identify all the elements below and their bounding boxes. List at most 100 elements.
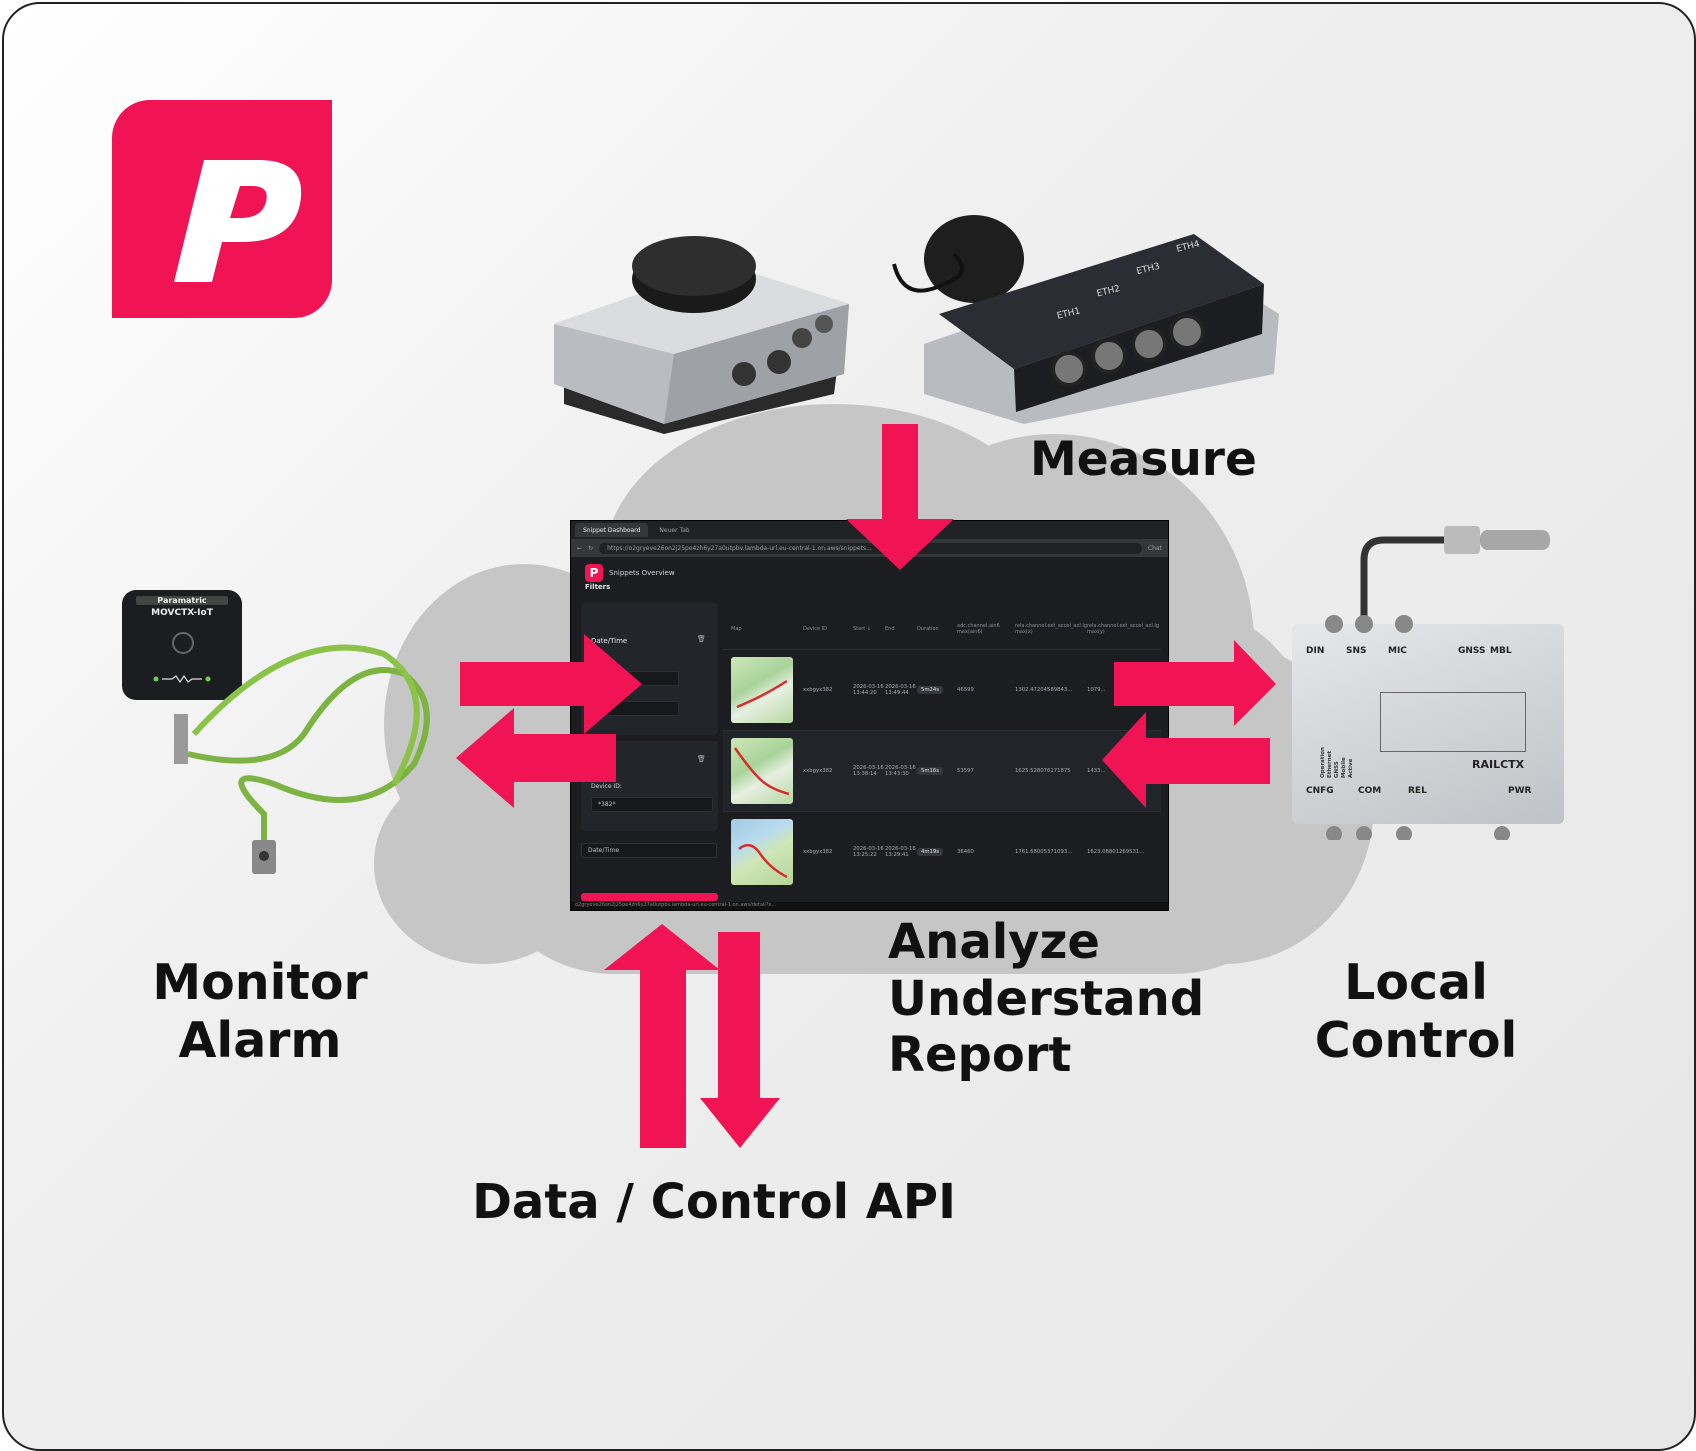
col-max-y: rela.channel.ext_accel_axl.lg max(y) (1087, 623, 1159, 635)
to-label: To (591, 691, 598, 698)
local-control-label: Local Control (1266, 954, 1566, 1070)
max-x-cell: 1761.68005371093... (1015, 849, 1073, 855)
end-cell: 2026-03-16 13:29:41 (885, 846, 916, 858)
ain6-cell: 46599 (957, 687, 974, 693)
duration-badge: 4m19s (917, 848, 944, 856)
col-ain6: adc.channel.ain6 max(ain6) (957, 623, 1000, 635)
port-din-label: DIN (1306, 646, 1325, 656)
tab-new[interactable]: Neuer Tab (659, 526, 690, 534)
apply-button[interactable] (581, 893, 718, 901)
sensor-box-device (544, 224, 874, 444)
report-line: Report (888, 1027, 1072, 1084)
breadcrumb: Snippets Overview (609, 569, 675, 577)
monitor-device: Paramatric MOVCTX-IoT (122, 590, 242, 700)
date-time-select[interactable]: Date/Time (581, 843, 717, 858)
col-start[interactable]: Start ↓ (853, 626, 871, 632)
to-input[interactable]: now (591, 701, 679, 716)
app-header: P Snippets Overview (571, 557, 1168, 589)
alarm-line: Alarm (178, 1011, 342, 1069)
back-icon[interactable]: ← (577, 544, 583, 552)
col-max-x: rela.channel.ext_accel_axl.lg max(x) (1015, 623, 1087, 635)
port-mbl-label: MBL (1490, 646, 1512, 656)
monitor-sensor-icon (172, 632, 194, 654)
dashboard-screenshot: Snippet Dashboard Neuer Tab ← ↻ https://… (570, 520, 1169, 911)
brand-logo (112, 100, 332, 318)
max-y-cell: 1079... (1087, 687, 1106, 693)
device-cell: xxbgyx382 (803, 768, 833, 774)
monitor-brand: Paramatric (136, 596, 228, 605)
status-bar-url: o2gryeve26on2j25pe4zh6y27a0utpbv.lambda-… (571, 902, 1168, 910)
route-map-thumbnail (731, 657, 793, 723)
browser-tab-bar: Snippet Dashboard Neuer Tab (571, 521, 1168, 539)
measure-label: Measure (1030, 432, 1257, 487)
monitor-cable (174, 644, 430, 874)
end-cell: 2026-03-16 13:43:30 (885, 765, 916, 777)
device-id-input[interactable]: *382* (591, 797, 713, 812)
table-row[interactable]: xxbgyx382 2026-03-16 13:44:20 2026-03-16… (723, 649, 1161, 730)
monitor-line: Monitor (152, 954, 368, 1011)
route-map-thumbnail (731, 738, 793, 804)
port-cnfg-label: CNFG (1306, 786, 1334, 796)
table-row[interactable]: xxbgyx382 2026-03-16 13:25:22 2026-03-16… (723, 811, 1161, 892)
col-device-id: Device ID (803, 626, 828, 632)
col-end: End (885, 626, 895, 632)
max-y-cell: 1433... (1087, 768, 1106, 774)
device-cell: xxbgyx382 (803, 849, 833, 855)
device-id-label: Device ID: (591, 783, 622, 790)
reload-icon[interactable]: ↻ (588, 544, 594, 552)
address-bar: ← ↻ https://o2gryeve26on2j25pe4zh6y27a0u… (571, 539, 1168, 557)
date-filter-label: Date/Time (591, 637, 628, 645)
duration-badge: 5m16s (917, 767, 944, 775)
snippets-table: Map Device ID Start ↓ End Duration adc.c… (723, 609, 1161, 892)
port-mic-label: MIC (1388, 646, 1407, 656)
analyze-line: Analyze (888, 914, 1100, 970)
monitor-alarm-label: Monitor Alarm (110, 954, 410, 1070)
api-label: Data / Control API (472, 1174, 956, 1230)
local-line: Local (1344, 954, 1488, 1011)
railctx-cable-antenna (1325, 526, 1550, 840)
analyze-label: Analyze Understand Report (888, 914, 1228, 1084)
table-header: Map Device ID Start ↓ End Duration adc.c… (723, 609, 1161, 649)
delete-icon[interactable]: 🗑 (697, 755, 706, 763)
port-com-label: COM (1358, 786, 1382, 796)
railctx-ports-top: DIN SNS MIC GNSS MBL (1306, 646, 1520, 656)
start-cell: 2026-03-16 13:38:14 (853, 765, 884, 777)
railctx-model: RAILCTX (1472, 758, 1525, 771)
port-gnss-label: GNSS (1458, 646, 1486, 656)
chat-button[interactable]: Chat (1147, 544, 1162, 552)
control-line: Control (1314, 1011, 1518, 1069)
railctx-display-window (1380, 692, 1526, 752)
ain6-cell: 53597 (957, 768, 974, 774)
ethernet-box-device: ETH1 ETH2 ETH3 ETH4 (884, 194, 1294, 424)
railctx-device: DIN SNS MIC GNSS MBL RAILCTX Operation E… (1292, 624, 1564, 824)
route-map-thumbnail (731, 819, 793, 885)
start-cell: 2026-03-16 13:25:22 (853, 846, 884, 858)
duration-badge: 5m24s (917, 686, 944, 694)
monitor-model: MOVCTX-IoT (151, 608, 213, 618)
filters-sidebar: Filters Date/Time 🗑 now-7d To now 🗑 Devi… (581, 583, 718, 901)
port-pwr-label: PWR (1508, 786, 1532, 796)
ain6-cell: 36460 (957, 849, 974, 855)
table-row[interactable]: xxbgyx382 2026-03-16 13:38:14 2026-03-16… (723, 730, 1161, 811)
railctx-ports-bottom: CNFG COM REL PWR (1306, 786, 1548, 796)
col-duration: Duration (917, 626, 939, 632)
filters-title: Filters (585, 583, 611, 591)
port-sns-label: SNS (1346, 646, 1367, 656)
understand-line: Understand (888, 970, 1205, 1027)
start-cell: 2026-03-16 13:44:20 (853, 684, 884, 696)
logo-p-icon (174, 160, 302, 282)
app-logo-icon: P (585, 564, 603, 582)
url-input[interactable]: https://o2gryeve26on2j25pe4zh6y27a0utpbv… (599, 542, 1142, 554)
from-input[interactable]: now-7d (591, 671, 679, 686)
date-filter-panel: Date/Time 🗑 now-7d To now (581, 603, 718, 735)
port-rel-label: REL (1408, 786, 1427, 796)
col-map: Map (731, 626, 742, 632)
max-y-cell: 1623.08801269531... (1087, 849, 1145, 855)
tab-snippet-dashboard[interactable]: Snippet Dashboard (575, 523, 649, 537)
monitor-leds (152, 668, 212, 684)
max-x-cell: 1625.528076171875 (1015, 768, 1071, 774)
max-x-cell: 1302.47204589843... (1015, 687, 1073, 693)
delete-icon[interactable]: 🗑 (697, 635, 706, 643)
device-filter-panel: 🗑 Device ID: *382* (581, 741, 718, 831)
